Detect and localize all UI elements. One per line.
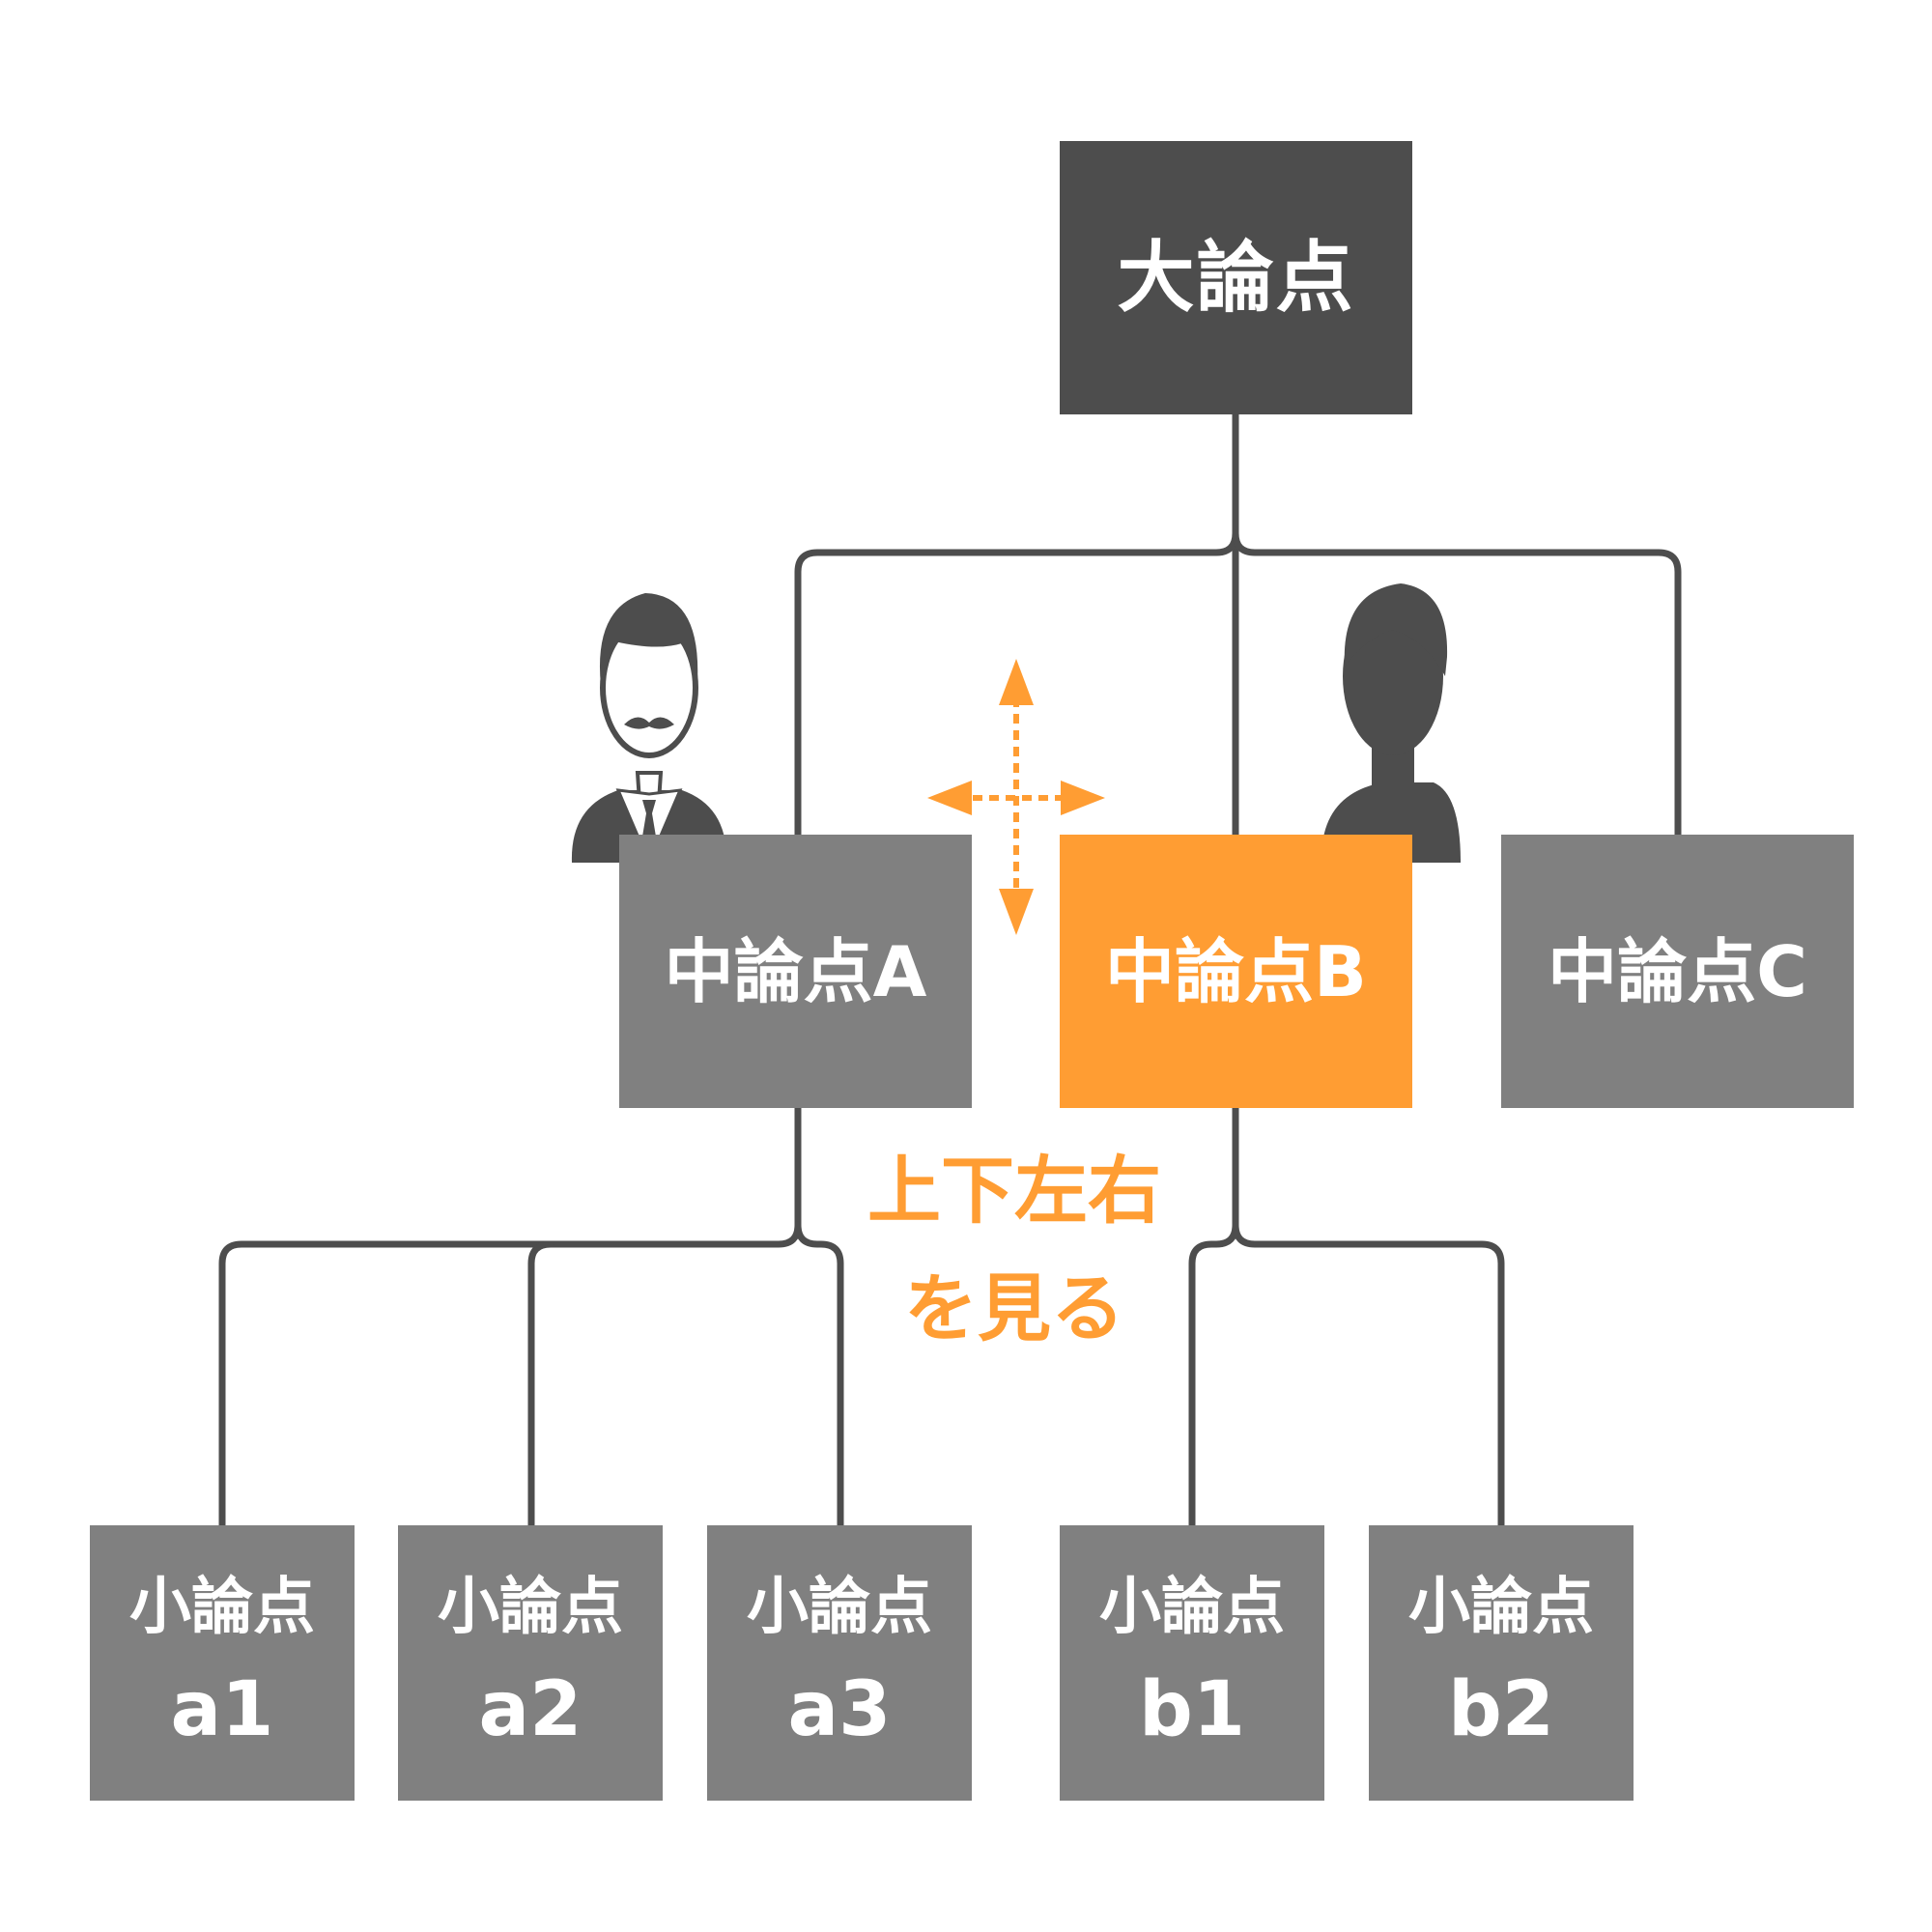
look-around-caption: 上下左右 を見る (865, 1132, 1164, 1368)
mid-issue-label-a: 中論点A (664, 930, 927, 1012)
mid-issue-node-b: 中論点B (1060, 835, 1412, 1108)
connector-mid-b-to-b2 (1232, 1221, 1505, 1530)
mid-issue-label-b: 中論点B (1105, 930, 1367, 1012)
top-issue-node: 大論点 (1060, 141, 1412, 414)
caption-line-2: を見る (904, 1265, 1124, 1351)
mid-issue-label-c: 中論点C (1548, 930, 1807, 1012)
connector-mid-a-to-a3 (794, 1221, 844, 1530)
small-issue-label: 小論点 (438, 1571, 623, 1643)
connector-mid-b-to-b1 (1188, 1103, 1239, 1530)
person-silhouette-icon (1321, 583, 1461, 863)
mid-issue-node-c: 中論点C (1501, 835, 1854, 1108)
small-issue-sub-b2: b2 (1447, 1665, 1555, 1753)
connector-mid-a-to-a1 (218, 1103, 802, 1530)
connector-mid-a-to-a2 (527, 1240, 554, 1530)
small-issue-label: 小論点 (1099, 1571, 1285, 1643)
small-issue-label: 小論点 (747, 1571, 932, 1643)
small-issue-node-b1: 小論点 b1 (1060, 1525, 1324, 1801)
connector-top-to-mid-c (1232, 529, 1682, 839)
small-issue-sub-a2: a2 (478, 1665, 582, 1753)
small-issue-label: 小論点 (129, 1571, 315, 1643)
small-issue-node-a1: 小論点 a1 (90, 1525, 355, 1801)
small-issue-node-a3: 小論点 a3 (707, 1525, 972, 1801)
businessman-mustache-icon (571, 593, 727, 867)
caption-line-1: 上下左右 (867, 1148, 1161, 1234)
top-issue-label: 大論点 (1117, 232, 1355, 323)
four-way-arrow-icon (927, 659, 1105, 935)
small-issue-sub-a3: a3 (787, 1665, 892, 1753)
small-issue-node-b2: 小論点 b2 (1369, 1525, 1634, 1801)
small-issue-label: 小論点 (1408, 1571, 1594, 1643)
small-issue-sub-a1: a1 (170, 1665, 274, 1753)
small-issue-sub-b1: b1 (1138, 1665, 1246, 1753)
small-issue-node-a2: 小論点 a2 (398, 1525, 663, 1801)
mid-issue-node-a: 中論点A (619, 835, 972, 1108)
